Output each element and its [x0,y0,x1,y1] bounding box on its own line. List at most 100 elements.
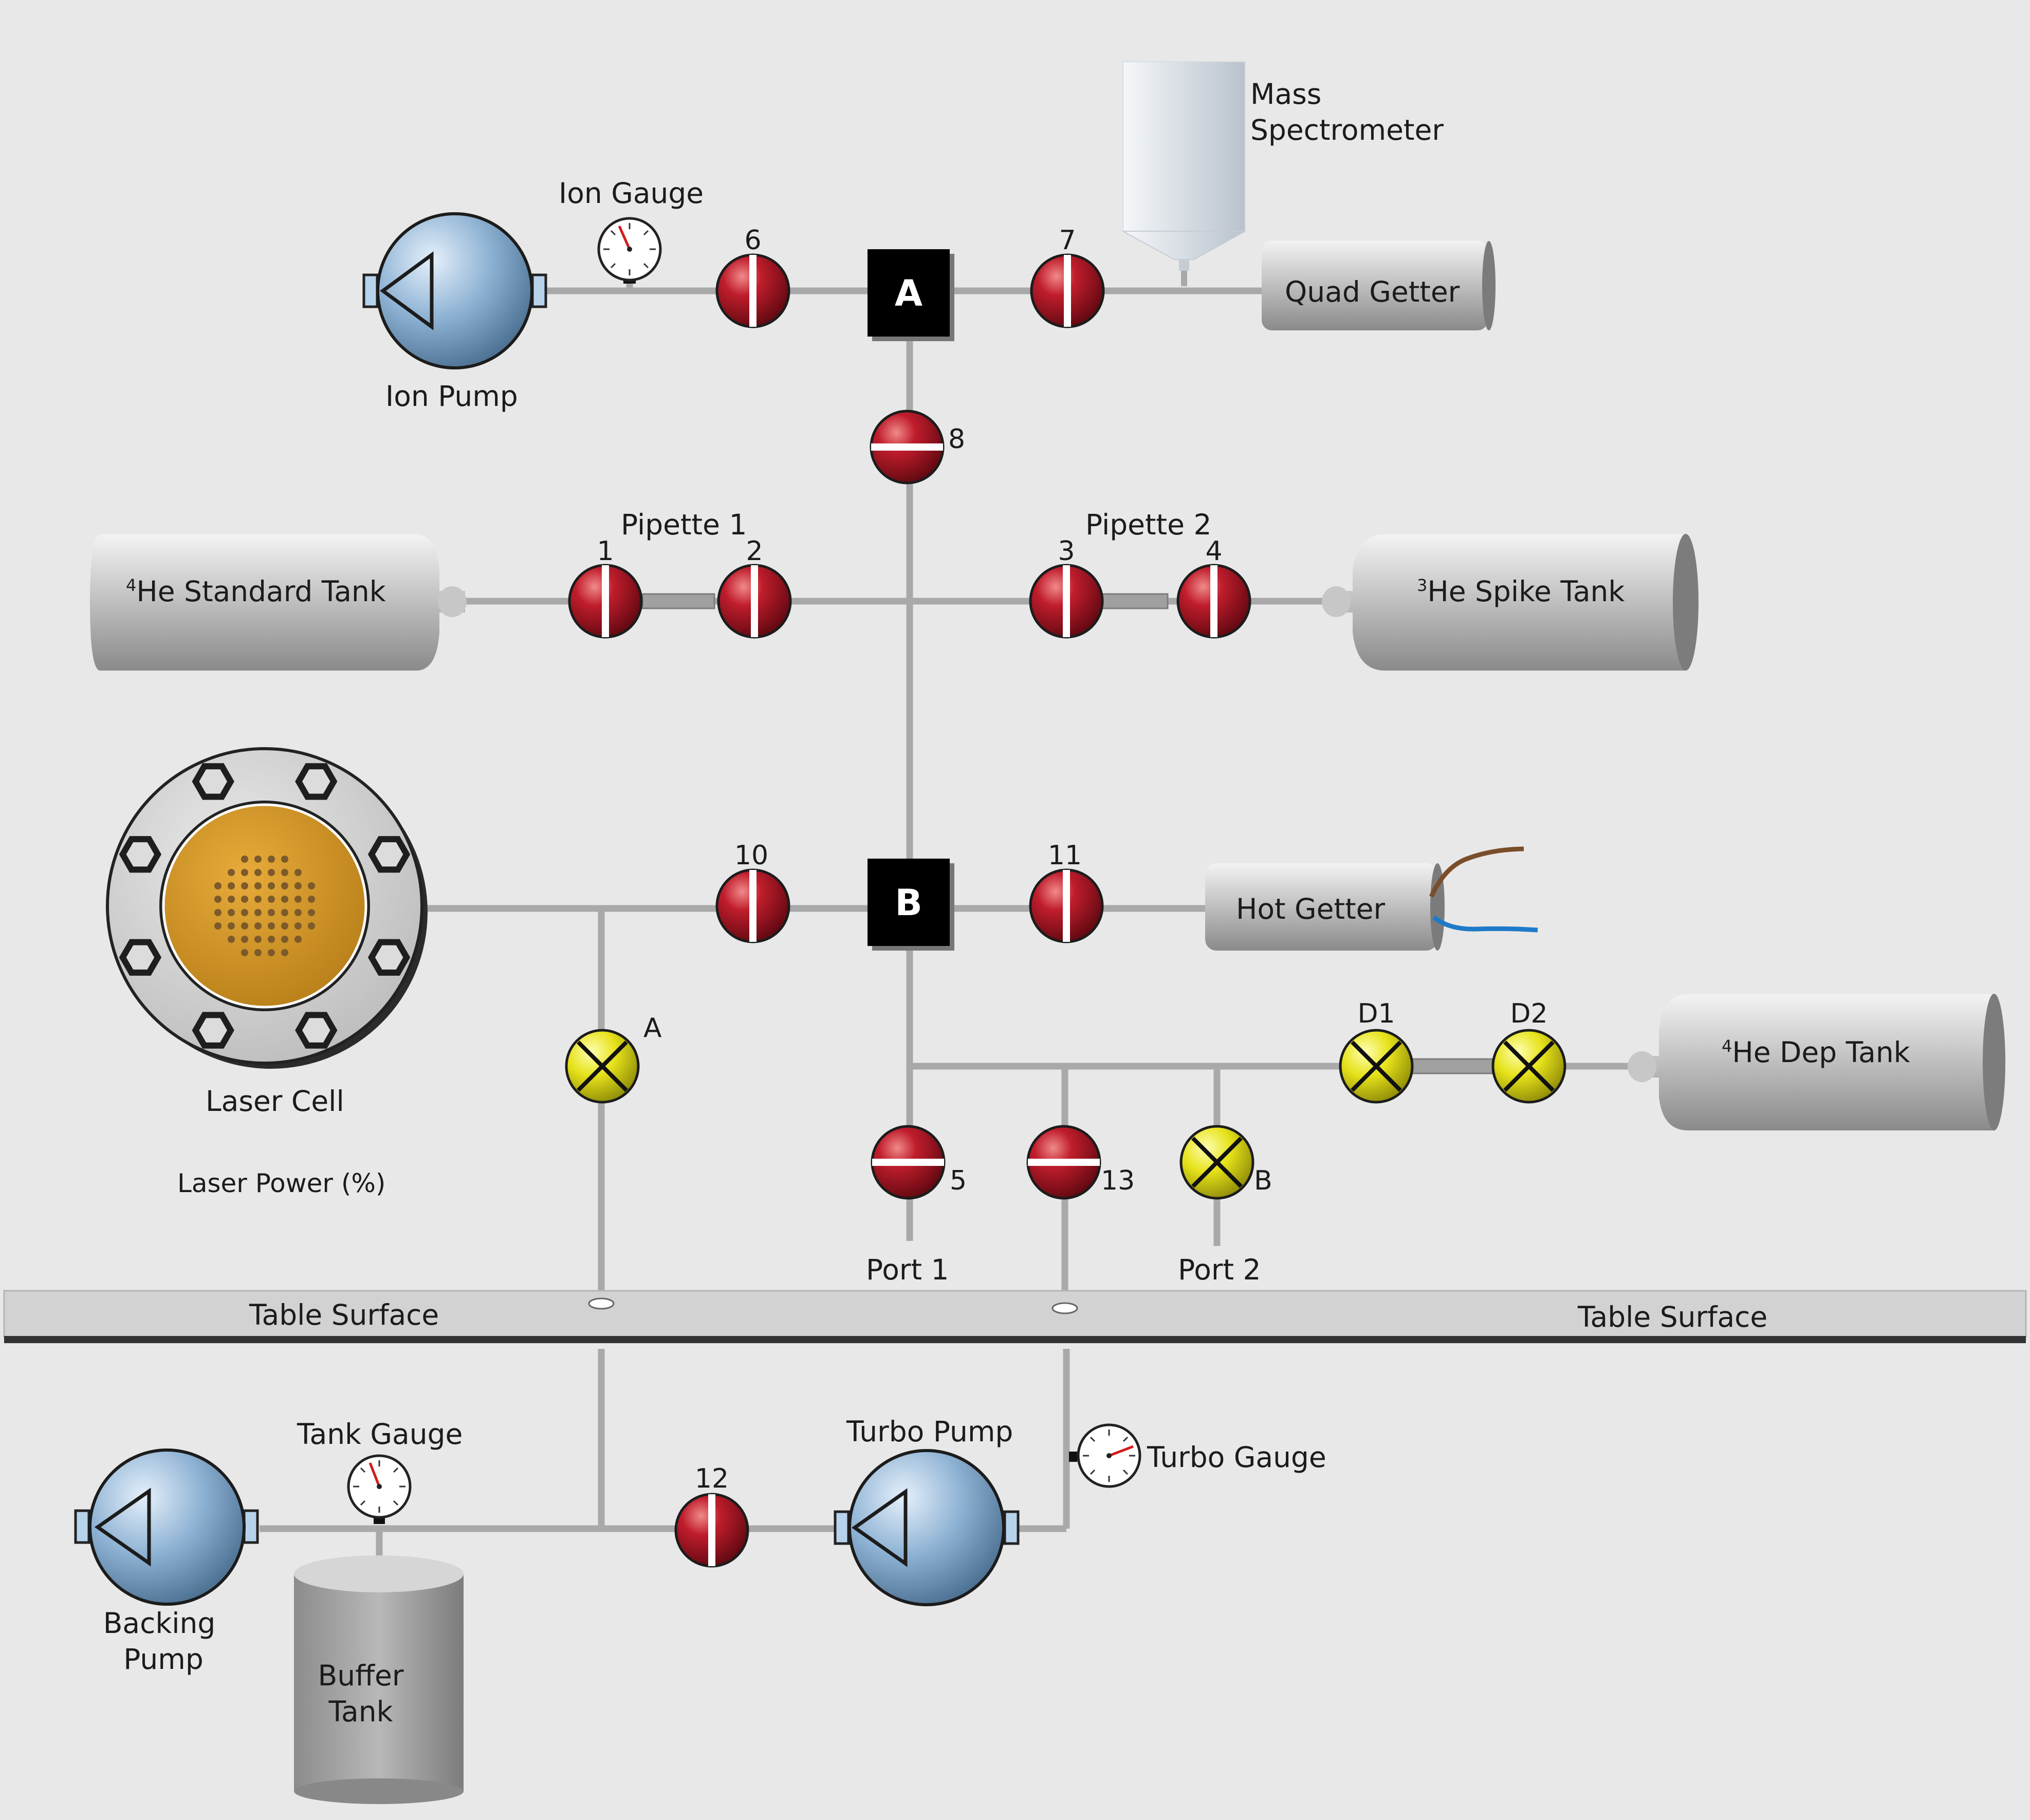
valve-13[interactable]: 13 [1026,1125,1135,1200]
valve-d2-label: D2 [1510,998,1547,1029]
bolt-hex-icon [192,763,234,800]
sample-hole [268,856,275,863]
sample-hole [268,922,275,930]
buffer-tank-label-2: Tank [328,1695,393,1728]
valve-d1-pneumatic[interactable]: D1 [1339,998,1414,1104]
sample-hole [214,909,222,916]
sample-hole [268,936,275,943]
he4-standard-tank-label: 4He Standard Tank [126,575,386,608]
junction-a-label: A [895,272,922,314]
ion-pump-label: Ion Pump [385,380,518,413]
wire-brown-icon [1429,846,1524,898]
sample-hole [254,869,262,876]
laser-cell: Laser Cell Laser Power (%) [106,747,428,1198]
valve-7[interactable]: 7 [1030,225,1105,328]
quad-getter: Quad Getter [1262,240,1496,330]
turbo-gauge-label: Turbo Gauge [1147,1441,1326,1474]
hot-getter-label: Hot Getter [1236,893,1385,925]
sample-hole [281,909,288,916]
sample-hole [281,949,288,956]
he4-standard-tank: 4He Standard Tank [90,534,467,671]
valve-11-label: 11 [1048,840,1082,871]
valve-a-label: A [643,1013,662,1044]
sample-hole [268,949,275,956]
valve-6-label: 6 [744,225,761,256]
valve-12[interactable]: 12 [674,1463,749,1568]
valve-d2-pneumatic[interactable]: D2 [1491,998,1566,1104]
backing-pump[interactable]: Backing Pump [74,1448,259,1676]
mass-spec-label-1: Mass [1250,78,1321,110]
mass-spectrometer: Mass Spectrometer [1122,61,1444,286]
pump-triangle-icon [94,1488,151,1567]
sample-hole [254,856,262,863]
valve-10-label: 10 [734,840,768,871]
valve-1[interactable]: 1 [568,536,643,639]
backing-pump-label-1: Backing [103,1607,216,1640]
he4-dep-tank-label: 4He Dep Tank [1722,1036,1910,1069]
he3-spike-tank-label: 3He Spike Tank [1417,575,1625,608]
sample-hole [228,882,235,889]
sample-hole [241,896,248,903]
sample-hole [281,869,288,876]
valve-13-label: 13 [1101,1165,1135,1196]
bolt-hex-icon [119,939,162,976]
sample-hole [281,922,288,930]
sample-hole [214,896,222,903]
valve-2[interactable]: 2 [717,536,792,639]
sample-hole [214,882,222,889]
sample-hole [241,936,248,943]
valve-5-label: 5 [950,1165,967,1196]
valve-8[interactable]: 8 [870,410,965,485]
sample-hole [308,909,315,916]
valve-8-label: 8 [948,424,965,455]
sample-hole [228,896,235,903]
sample-hole [281,856,288,863]
laser-power-label: Laser Power (%) [177,1168,385,1198]
ion-pump[interactable]: Ion Pump [362,212,719,413]
sample-holes [214,856,315,956]
sample-hole [268,909,275,916]
sample-hole [268,882,275,889]
sample-hole [294,909,302,916]
table-surface-label-left: Table Surface [249,1298,439,1331]
valve-4[interactable]: 4 [1176,536,1251,639]
valve-d1-label: D1 [1357,998,1395,1029]
valve-5[interactable]: 5 [871,1125,967,1200]
quad-getter-label: Quad Getter [1285,275,1460,308]
pipette-1-label: Pipette 1 [621,508,747,541]
buffer-tank: Buffer Tank [294,1555,464,1804]
bolt-hex-icon [295,763,338,800]
turbo-pump-label: Turbo Pump [846,1415,1013,1448]
pipette-2-label: Pipette 2 [1085,508,1211,541]
valve-6[interactable]: 6 [715,225,790,328]
valve-3[interactable]: 3 [1029,536,1104,639]
sample-hole [254,922,262,930]
sample-hole [281,882,288,889]
sample-hole [308,896,315,903]
he3-spike-tank: 3He Spike Tank [1322,534,1699,671]
valve-1-label: 1 [597,536,614,567]
flange-bolts [119,763,411,1049]
valve-b-pneumatic[interactable]: B [1179,1125,1272,1200]
sample-hole [228,922,235,930]
valve-10[interactable]: 10 [715,840,790,943]
hot-getter: Hot Getter [1205,846,1538,951]
tank-gauge-label: Tank Gauge [297,1418,463,1451]
valve-7-label: 7 [1059,225,1076,256]
table-surface: Table Surface Table Surface [3,1290,2027,1343]
turbo-gauge: Turbo Gauge [1069,1423,1326,1488]
port-1-label: Port 1 [866,1253,949,1286]
table-surface-label-right: Table Surface [1577,1301,1767,1333]
turbo-pump[interactable]: Turbo Pump [834,1415,1020,1606]
bolt-hex-icon [367,836,411,873]
pump-triangle-icon [851,1488,908,1567]
sample-hole [254,909,262,916]
valve-a-pneumatic[interactable]: A [565,1013,662,1104]
junction-a: A [868,249,954,341]
valve-11[interactable]: 11 [1029,840,1104,943]
sample-hole [254,949,262,956]
sample-hole [308,922,315,930]
sample-hole [254,882,262,889]
sample-hole [254,936,262,943]
ion-gauge-label: Ion Gauge [559,177,704,210]
